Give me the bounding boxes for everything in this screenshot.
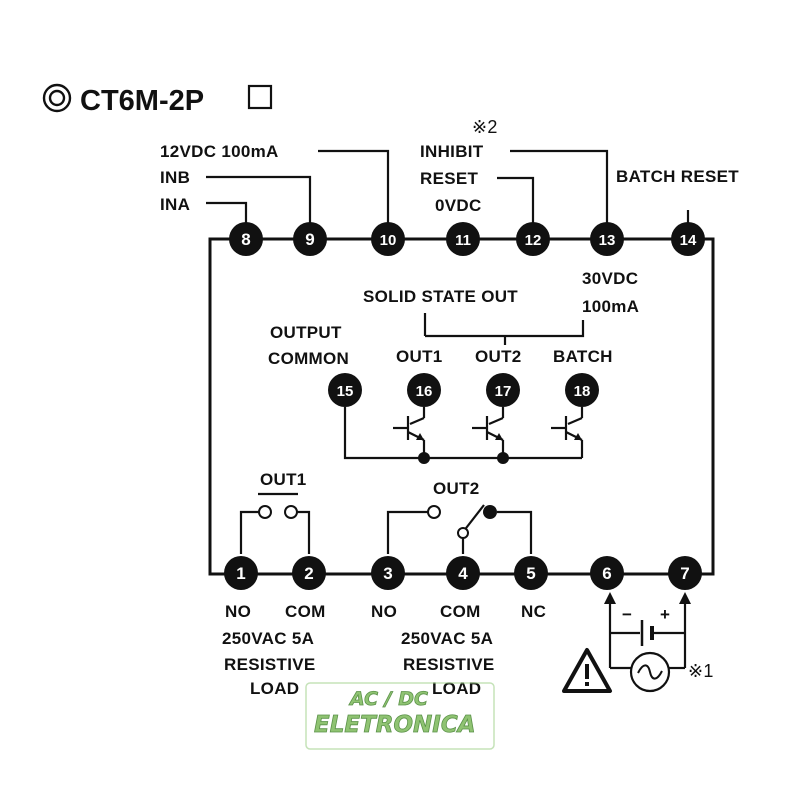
transistor-out1 <box>393 407 426 458</box>
bottom-terminals: 1 2 3 4 5 6 7 <box>224 556 702 590</box>
relay-out2-contact-no <box>427 505 441 519</box>
title-marker-inner <box>48 89 66 107</box>
svg-text:11: 11 <box>455 232 471 249</box>
terminal-4: 4 <box>446 556 480 590</box>
terminal-8: 8 <box>229 222 263 256</box>
load1-type: RESISTIVE <box>224 655 316 674</box>
watermark-frame <box>305 682 495 750</box>
load2-load: LOAD <box>432 679 481 698</box>
title-group: CT6M-2P <box>42 83 273 117</box>
terminal-15: 15 <box>328 373 362 407</box>
watermark-logo: AC / DC ELETRONICA <box>305 682 495 750</box>
inb-label: INB <box>160 168 190 187</box>
svg-text:6: 6 <box>602 564 611 583</box>
ac-source-icon <box>629 651 671 693</box>
inhibit-label: INHIBIT <box>420 142 484 161</box>
top-wiring <box>206 149 690 239</box>
dc-plus-label: + <box>660 605 670 624</box>
output-common-line2: COMMON <box>268 349 349 368</box>
solid-state-section: 30VDC SOLID STATE OUT 100mA OUTPUT COMMO… <box>268 269 639 464</box>
load1-rating: 250VAC 5A <box>222 629 314 648</box>
watermark-line2: ELETRONICA <box>314 712 476 738</box>
terminal-2: 2 <box>292 556 326 590</box>
ss-out1-label: OUT1 <box>396 347 443 366</box>
relay-out1-contact-a <box>258 505 272 519</box>
svg-text:13: 13 <box>599 232 616 249</box>
terminal-9: 9 <box>293 222 327 256</box>
svg-text:8: 8 <box>241 230 250 249</box>
relay-out1-contact-b <box>284 505 298 519</box>
solid-state-title: SOLID STATE OUT <box>363 287 518 306</box>
top-labels: 12VDC 100mA INB INA ※2 INHIBIT RESET 0VD… <box>160 117 739 215</box>
relay-out2-label: OUT2 <box>433 479 480 498</box>
ina-label: INA <box>160 195 190 214</box>
svg-text:16: 16 <box>416 383 433 400</box>
relay-out2-pivot <box>457 527 469 539</box>
relay-out2-switch-arm <box>462 504 485 533</box>
terminal-14: 14 <box>671 222 705 256</box>
relay-out2-contact-nc <box>483 505 497 519</box>
terminal-10: 10 <box>371 222 405 256</box>
top-terminals: 8 9 10 11 12 13 14 <box>229 222 705 256</box>
terminal-6: 6 <box>590 556 624 590</box>
svg-text:12: 12 <box>525 232 542 249</box>
zero-vdc-label: 0VDC <box>435 196 482 215</box>
terminal-1: 1 <box>224 556 258 590</box>
note1-label: ※1 <box>688 661 714 681</box>
svg-text:17: 17 <box>495 383 512 400</box>
ss-batch-label: BATCH <box>553 347 613 366</box>
note2-label: ※2 <box>472 117 498 137</box>
output-common-line1: OUTPUT <box>270 323 342 342</box>
terminal-7: 7 <box>668 556 702 590</box>
svg-text:2: 2 <box>304 564 313 583</box>
com1-label: COM <box>285 602 326 621</box>
ss-out2-label: OUT2 <box>475 347 522 366</box>
terminal-16: 16 <box>407 373 441 407</box>
svg-text:3: 3 <box>383 564 392 583</box>
relay-out1-label: OUT1 <box>260 470 307 489</box>
terminal-17: 17 <box>486 373 520 407</box>
load2-rating: 250VAC 5A <box>401 629 493 648</box>
terminal-11: 11 <box>446 222 480 256</box>
svg-text:9: 9 <box>305 230 314 249</box>
warning-triangle-icon <box>562 648 612 693</box>
title-marker-outer <box>42 83 72 113</box>
terminal-13: 13 <box>590 222 624 256</box>
page-title: CT6M-2P <box>80 85 204 117</box>
relay-section: OUT1 OUT2 <box>239 470 533 554</box>
rating-voltage-label: 30VDC <box>582 269 638 288</box>
rating-current-label: 100mA <box>582 297 639 316</box>
transistor-batch <box>551 407 584 458</box>
svg-text:10: 10 <box>380 232 397 249</box>
svg-text:14: 14 <box>680 232 697 249</box>
batch-reset-label: BATCH RESET <box>616 167 739 186</box>
svg-text:1: 1 <box>236 564 245 583</box>
nc-label: NC <box>521 602 546 621</box>
dc-minus-label: − <box>622 605 632 624</box>
terminal-5: 5 <box>514 556 548 590</box>
svg-text:5: 5 <box>526 564 535 583</box>
power-section: − + ※1 <box>562 592 714 693</box>
terminal-18: 18 <box>565 373 599 407</box>
load1-load: LOAD <box>250 679 299 698</box>
com2-label: COM <box>440 602 481 621</box>
svg-text:4: 4 <box>458 564 468 583</box>
no2-label: NO <box>371 602 397 621</box>
terminal-3: 3 <box>371 556 405 590</box>
title-placeholder-box <box>247 84 273 110</box>
load2-type: RESISTIVE <box>403 655 495 674</box>
svg-text:15: 15 <box>337 383 354 400</box>
terminal-12: 12 <box>516 222 550 256</box>
svg-text:7: 7 <box>680 564 689 583</box>
no1-label: NO <box>225 602 251 621</box>
svg-text:18: 18 <box>574 383 591 400</box>
transistor-out2 <box>472 407 505 458</box>
watermark-line1: AC / DC <box>348 688 428 710</box>
reset-label: RESET <box>420 169 478 188</box>
supply-label: 12VDC 100mA <box>160 142 279 161</box>
